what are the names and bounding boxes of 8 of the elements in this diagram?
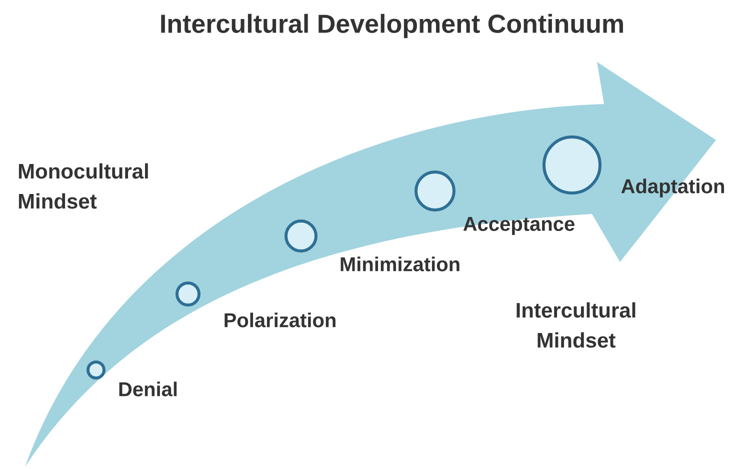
title: Intercultural Development Continuum bbox=[161, 14, 623, 38]
stage-label: Minimization bbox=[340, 256, 460, 272]
stage-label: Adaptation bbox=[621, 178, 724, 198]
mindset-label: Intercultural Mindset bbox=[516, 302, 636, 348]
mindset-label: Monocultural Mindset bbox=[18, 163, 148, 209]
stage-label: Acceptance bbox=[463, 217, 574, 235]
stage-label: Denial bbox=[119, 382, 177, 396]
stage-label: Polarization bbox=[224, 312, 336, 328]
